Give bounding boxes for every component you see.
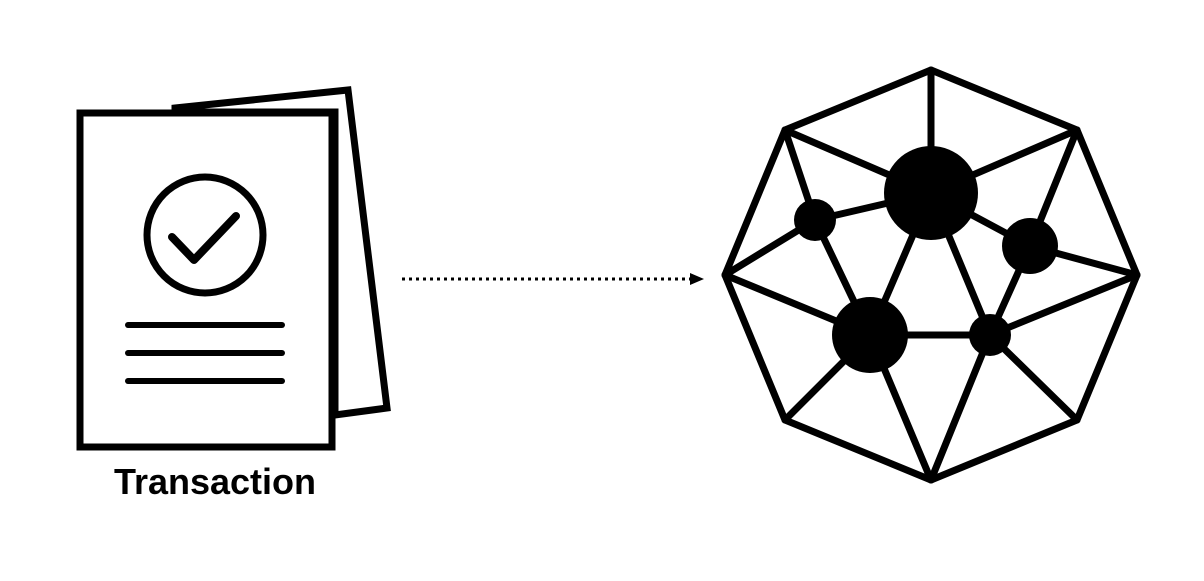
blockchain-network-icon	[721, 66, 1141, 484]
check-circle-shape	[143, 173, 267, 297]
front-page-shape	[76, 109, 336, 451]
network-nodes	[794, 146, 1058, 373]
check-mark-shape	[168, 212, 240, 264]
document-checkmark-icon	[76, 86, 391, 451]
dotted-arrow	[402, 273, 704, 285]
node-small-bottom-right	[969, 314, 1011, 356]
arrowhead	[690, 273, 704, 285]
node-small-left	[794, 199, 836, 241]
spoke-9	[986, 271, 1141, 339]
node-large-bottom	[832, 297, 908, 373]
node-large-top	[884, 146, 978, 240]
spoke-12	[927, 331, 994, 484]
node-medium-right	[1002, 218, 1058, 274]
transaction-label: Transaction	[113, 461, 317, 502]
